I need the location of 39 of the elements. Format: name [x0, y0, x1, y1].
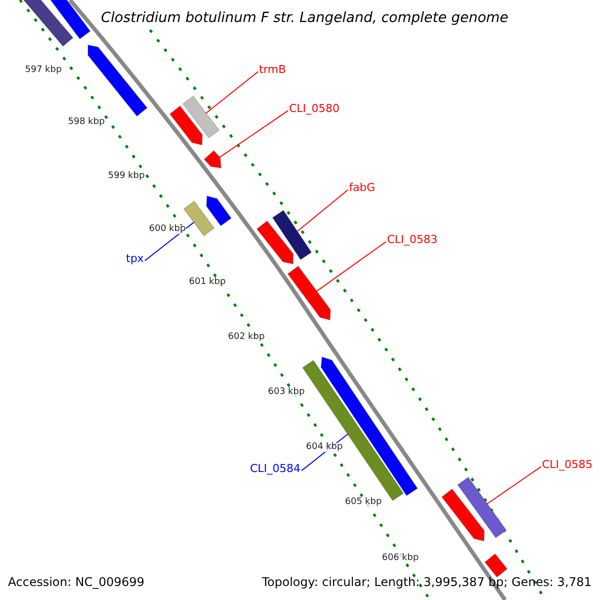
gene-label: CLI_0585	[542, 459, 593, 470]
scale-label: 604 kbp	[306, 443, 343, 452]
gene-feature	[204, 150, 222, 169]
scale-label: 605 kbp	[345, 498, 382, 507]
scale-label: 606 kbp	[382, 554, 419, 563]
leader-line	[316, 241, 386, 292]
gene-feature	[182, 95, 220, 139]
leader-line	[144, 222, 195, 262]
gene-label: CLI_0584	[250, 463, 301, 474]
gene-feature	[256, 220, 294, 265]
gene-feature	[484, 553, 508, 578]
leader-line	[218, 110, 288, 158]
gene-feature	[287, 265, 331, 321]
gene-feature	[22, 0, 74, 47]
leader-line	[486, 466, 542, 504]
gene-feature	[441, 488, 485, 542]
gene-label: fabG	[349, 182, 376, 193]
scale-label: 598 kbp	[68, 118, 105, 127]
accession-note: Accession: NC_009699	[8, 576, 144, 588]
title: Clostridium botulinum F str. Langeland, complete genome	[101, 11, 508, 25]
scale-label: 601 kbp	[189, 278, 226, 287]
gene-feature	[272, 210, 312, 260]
leader-line	[205, 71, 258, 114]
scale-label: 597 kbp	[25, 66, 62, 75]
scale-label: 600 kbp	[149, 225, 186, 234]
scale-label: 602 kbp	[228, 333, 265, 342]
gene-label: trmB	[259, 64, 286, 75]
gene-feature	[169, 105, 203, 146]
gene-label: CLI_0580	[289, 103, 340, 114]
gene-label: tpx	[126, 253, 144, 264]
gene-feature	[206, 195, 232, 226]
gene-label: CLI_0583	[387, 234, 438, 245]
genome-info-note: Topology: circular; Length: 3,995,387 bp; Genes: 3,781	[262, 576, 592, 588]
leader-line	[296, 189, 348, 232]
scale-label: 603 kbp	[268, 388, 305, 397]
gene-feature	[49, 0, 91, 40]
scale-label: 599 kbp	[108, 172, 145, 181]
gene-feature	[457, 476, 507, 538]
gene-feature	[88, 44, 148, 117]
